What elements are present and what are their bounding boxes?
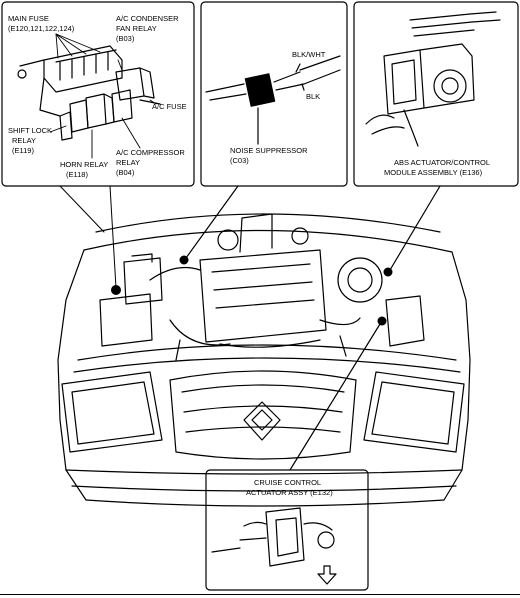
- ac-fuse-label: A/C FUSE: [152, 102, 187, 111]
- noise-suppressor-illustration: [205, 55, 341, 145]
- shift-lock-id-label: (E119): [12, 146, 34, 155]
- horn-relay-label: HORN RELAY: [60, 160, 109, 169]
- wire-blk-wht-label: BLK/WHT: [292, 50, 326, 59]
- abs-module-location-dot: [383, 267, 393, 277]
- fuse-box-pointer: [59, 185, 117, 289]
- abs-module-label-line2: MODULE ASSEMBLY (E136): [384, 168, 483, 177]
- fan-relay-id-label: (B03): [116, 34, 135, 43]
- noise-suppressor-callout-frame: [200, 1, 348, 187]
- shift-lock-relay-label: RELAY: [12, 136, 37, 145]
- vehicle-front-illustration: [57, 213, 471, 507]
- cruise-control-pointer: [289, 323, 381, 471]
- noise-suppressor-id-label: (C03): [230, 156, 249, 165]
- cruise-control-label-line1: CRUISE CONTROL: [254, 478, 322, 487]
- main-fuse-ids-label: (E120,121,122,124): [8, 24, 75, 33]
- abs-module-pointer: [389, 185, 441, 271]
- noise-suppressor-label: NOISE SUPPRESSOR: [230, 146, 308, 155]
- fuse-box-callout-frame: [1, 1, 195, 187]
- abs-module-callout-frame: [353, 1, 519, 187]
- noise-suppressor-pointer: [185, 185, 239, 259]
- abs-module-illustration: [365, 11, 501, 147]
- fuse-box-leader-lines: [49, 33, 157, 159]
- cruise-control-illustration: [211, 507, 337, 585]
- ac-compressor-relay-label: RELAY: [116, 158, 141, 167]
- cruise-control-label-line2: ACTUATOR ASSY (E132): [246, 488, 333, 497]
- fuse-relay-box-illustration: [17, 45, 161, 141]
- ac-condenser-label: A/C CONDENSER: [116, 14, 179, 23]
- main-fuse-label: MAIN FUSE: [8, 14, 49, 23]
- abs-module-label-line1: ABS ACTUATOR/CONTROL: [394, 158, 490, 167]
- cruise-control-location-dot: [377, 316, 387, 326]
- fan-relay-label: FAN RELAY: [116, 24, 157, 33]
- wire-blk-label: BLK: [306, 92, 321, 101]
- cruise-control-callout-frame: [205, 469, 369, 591]
- ac-compressor-label: A/C COMPRESSOR: [116, 148, 185, 157]
- horn-relay-id-label: (E118): [66, 170, 88, 179]
- bottom-rule: [0, 594, 520, 595]
- noise-suppressor-location-dot: [179, 255, 189, 265]
- shift-lock-label: SHIFT LOCK: [8, 126, 53, 135]
- ac-compressor-id-label: (B04): [116, 168, 135, 177]
- fuse-box-location-dot: [111, 285, 121, 295]
